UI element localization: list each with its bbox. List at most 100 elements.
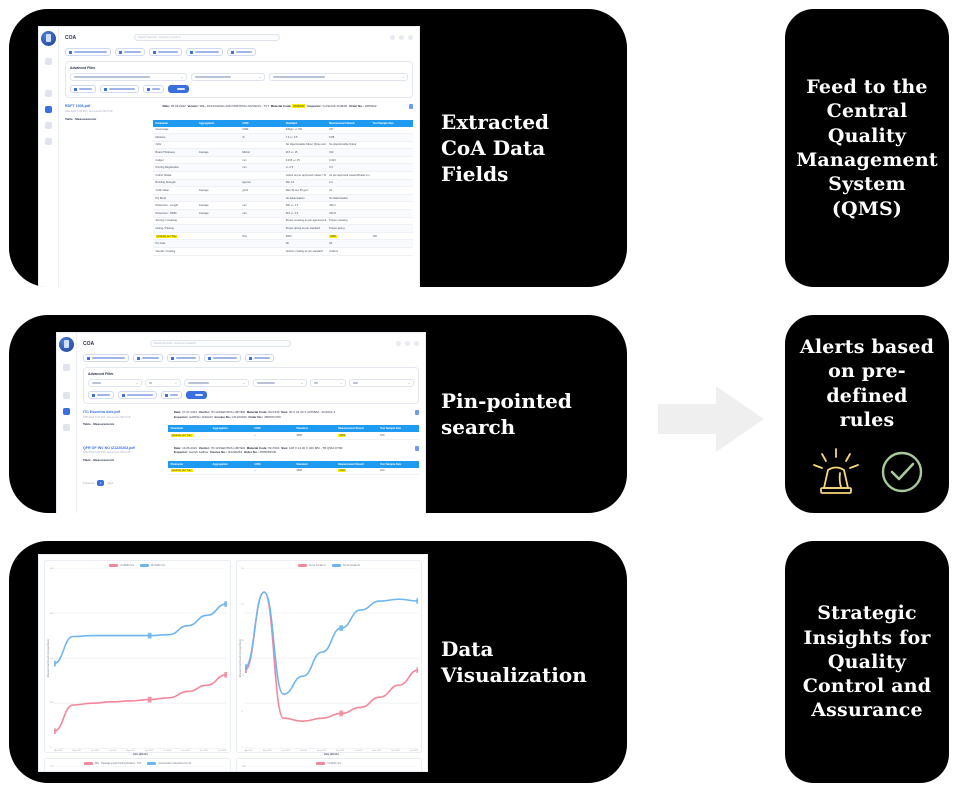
table-cell: mm bbox=[239, 201, 283, 211]
document-link[interactable]: RDFT 1006.pdf bbox=[65, 104, 91, 108]
toolbar-button-add-filter[interactable] bbox=[88, 391, 114, 399]
legend-item[interactable]: Cut to Crease A bbox=[297, 564, 326, 568]
toolbar-button-go-to-grouping[interactable] bbox=[114, 48, 145, 56]
filter-operator-select[interactable] bbox=[191, 73, 265, 81]
toolbar-button-project-settings[interactable] bbox=[167, 354, 200, 362]
toolbar-button-link-record-with-documents[interactable] bbox=[83, 354, 129, 362]
toolbar-button-link-record-with-documents[interactable] bbox=[65, 48, 111, 56]
legend-item[interactable]: Mt Width mm bbox=[140, 564, 165, 568]
x-tick: Jul 2021 bbox=[299, 749, 308, 752]
legend-item[interactable]: Ct Width mm bbox=[316, 761, 341, 766]
meta-value: IZ1220263 bbox=[227, 450, 243, 455]
legend-item[interactable]: Cut to Crease B bbox=[331, 564, 360, 568]
avatar[interactable] bbox=[413, 341, 419, 346]
table-cell: Uniform coating as per standard bbox=[282, 247, 327, 256]
table-cell bbox=[195, 217, 240, 226]
help-icon[interactable] bbox=[395, 341, 401, 346]
meta-key: Material Code: bbox=[270, 104, 293, 108]
table-cell bbox=[369, 133, 413, 142]
caption-text: Feed to the Central Quality Management S… bbox=[796, 76, 938, 220]
legend-item[interactable]: SBL - Packaging and Printing Division - … bbox=[83, 761, 142, 766]
app-screenshot-search[interactable]: COA Search Records - Advance to search A… bbox=[57, 333, 425, 513]
caption-text: Alerts based on pre-defined rules bbox=[799, 336, 935, 431]
meta-value: HARISH JADHAV bbox=[189, 414, 213, 419]
filter-operator-select[interactable] bbox=[144, 379, 182, 387]
legend-item[interactable]: Acumenation Advertise Pvt Ltd bbox=[147, 761, 191, 766]
sidebar-item-5[interactable] bbox=[45, 138, 52, 145]
meta-value: W17604 bbox=[268, 445, 280, 450]
toolbar-button-result-value-report[interactable] bbox=[204, 354, 241, 362]
filter-field-select[interactable] bbox=[88, 379, 142, 387]
table-cell bbox=[209, 432, 252, 440]
button-icon bbox=[87, 356, 90, 360]
table-cell: Proper creasing as per approved drawing bbox=[282, 217, 327, 226]
sidebar-item-1[interactable] bbox=[63, 364, 70, 371]
app-sidebar[interactable] bbox=[39, 27, 59, 287]
legend-label: SBL - Packaging and Printing Division - … bbox=[94, 761, 142, 765]
app-sidebar[interactable] bbox=[57, 333, 77, 513]
toolbar-button-clear[interactable] bbox=[142, 85, 164, 93]
filter-value-input[interactable] bbox=[184, 379, 249, 387]
toolbar-button-result-value-report[interactable] bbox=[186, 48, 223, 56]
pager-next[interactable]: Next bbox=[107, 481, 114, 486]
download-icon[interactable] bbox=[415, 445, 419, 451]
download-icon[interactable] bbox=[409, 104, 413, 109]
toolbar-button-revert-filter-options[interactable] bbox=[117, 391, 157, 399]
pager-current[interactable]: 1 bbox=[96, 480, 105, 487]
sidebar-item-3[interactable] bbox=[63, 408, 70, 415]
toolbar-button-go-to-grouping[interactable] bbox=[132, 354, 163, 362]
app-screenshot-extracted[interactable]: COA Search Records - Advance to search A… bbox=[39, 27, 419, 287]
document-meta: 18112022 5:28 PM | documents 841.8 kB bbox=[83, 415, 131, 419]
x-tick: Dec 2021 bbox=[391, 749, 400, 752]
search-input[interactable]: Search Records - Advance to search bbox=[149, 340, 291, 347]
download-icon[interactable] bbox=[415, 410, 419, 415]
toolbar-button-add-filter[interactable] bbox=[70, 85, 96, 93]
legend-item[interactable]: Ct Width mm bbox=[109, 564, 134, 568]
notifications-icon[interactable] bbox=[399, 35, 404, 40]
sidebar-item-4[interactable] bbox=[63, 424, 70, 431]
toolbar-button-project-settings[interactable] bbox=[149, 48, 182, 56]
toolbar bbox=[83, 354, 419, 362]
toolbar-button-apply[interactable] bbox=[185, 391, 207, 399]
document-link[interactable]: ITC Essentra Axis.pdf bbox=[83, 410, 121, 414]
toolbar-button-apply[interactable] bbox=[167, 85, 189, 93]
pager-prev[interactable]: Previous bbox=[83, 481, 94, 486]
sidebar-item-4[interactable] bbox=[45, 122, 52, 129]
table-cell: Printing Registration bbox=[152, 163, 196, 173]
sidebar-item-2[interactable] bbox=[63, 392, 70, 399]
data-point bbox=[339, 710, 343, 717]
meta-value: 4505659340 bbox=[259, 450, 277, 455]
sidebar-item-3[interactable] bbox=[45, 106, 52, 113]
toolbar-button-import-record[interactable] bbox=[226, 48, 256, 56]
table-cell bbox=[195, 179, 240, 188]
column-header: Measurement Result bbox=[326, 119, 370, 127]
notifications-icon[interactable] bbox=[404, 341, 410, 346]
panel-strategic-insights: Strategic Insights for Quality Control a… bbox=[784, 540, 950, 784]
filter-field-select[interactable] bbox=[70, 73, 188, 81]
avatar[interactable] bbox=[408, 35, 413, 40]
y-tick: 730.0 bbox=[241, 766, 247, 769]
toolbar-button-revert-filter-options[interactable] bbox=[99, 85, 139, 93]
search-input[interactable]: Search Records - Advance to search bbox=[134, 34, 281, 41]
table-cell bbox=[369, 156, 413, 165]
filter-operator-select[interactable] bbox=[309, 379, 347, 387]
sidebar-item-1[interactable] bbox=[45, 58, 52, 65]
filter-value-input[interactable] bbox=[268, 73, 408, 81]
table-caption: Table - Measurements bbox=[83, 422, 115, 426]
filter-value-input[interactable] bbox=[349, 379, 414, 387]
filter-field-select[interactable] bbox=[253, 379, 307, 387]
sidebar-item-2[interactable] bbox=[45, 90, 52, 97]
help-icon[interactable] bbox=[390, 35, 395, 40]
toolbar-button-clear[interactable] bbox=[160, 391, 182, 399]
document-link[interactable]: QFR OF INV NO IZ1220263.pdf bbox=[83, 445, 135, 450]
table-cell: 100 bbox=[377, 432, 419, 440]
table-cell: Uniform bbox=[326, 247, 370, 256]
table-cell: % bbox=[239, 133, 283, 142]
toolbar-button-import-record[interactable] bbox=[244, 354, 274, 362]
table-cell: Max 30 sec 35 gsm bbox=[282, 186, 327, 195]
